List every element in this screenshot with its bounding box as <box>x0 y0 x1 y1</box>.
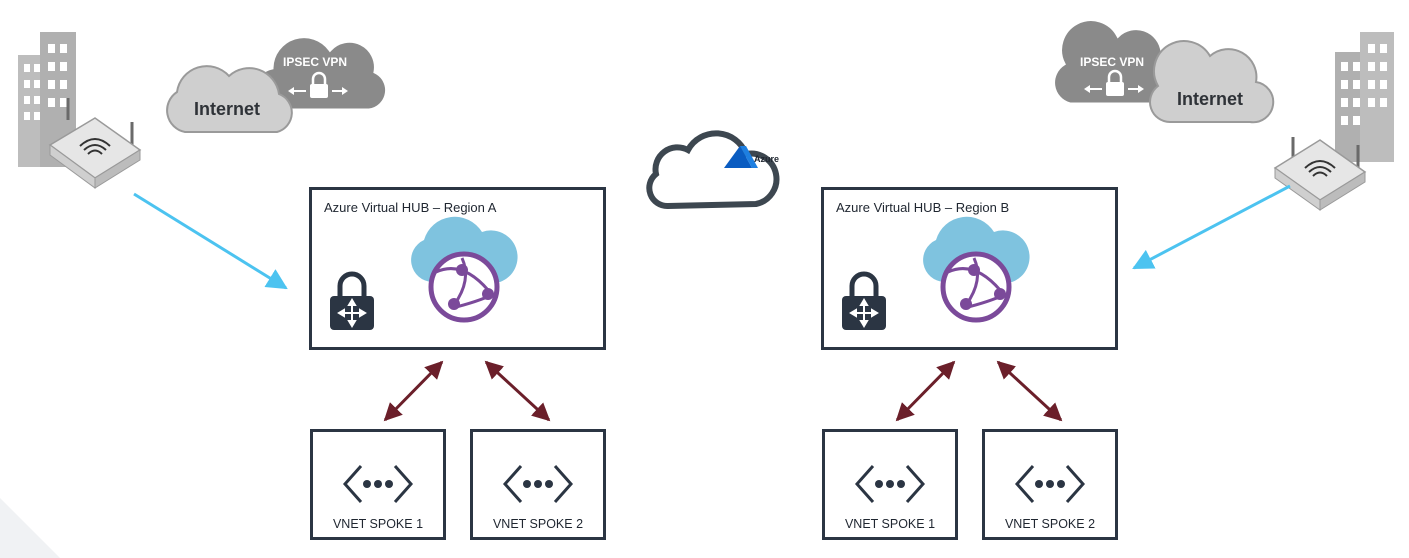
spoke-link-b1 <box>895 360 956 422</box>
vpn-gateway-lock-icon <box>330 271 374 330</box>
site-link-right <box>1132 184 1291 270</box>
building-icon <box>1335 32 1394 162</box>
spoke-link-b2 <box>996 360 1063 422</box>
spoke-box-b2: VNET SPOKE 2 <box>982 429 1118 540</box>
virtual-wan-icon <box>923 216 1030 323</box>
vpn-label-right: IPSEC VPN <box>1080 55 1145 69</box>
azure-cloud-icon <box>646 130 780 209</box>
hub-icons <box>842 216 1030 330</box>
hub-title: Azure Virtual HUB – Region A <box>324 200 497 215</box>
azure-label: Azure <box>754 154 780 164</box>
router-icon <box>48 98 142 189</box>
internet-cloud-icon <box>166 65 293 133</box>
internet-cloud-icon <box>1149 39 1275 124</box>
building-icon <box>18 32 76 167</box>
vpn-gateway-lock-icon <box>842 271 886 330</box>
internet-label-right: Internet <box>1177 89 1244 109</box>
vnet-icon <box>342 465 414 503</box>
spoke-label: VNET SPOKE 2 <box>492 517 584 531</box>
spoke-label: VNET SPOKE 1 <box>332 517 424 531</box>
hub-icons <box>330 216 518 330</box>
spoke-label: VNET SPOKE 2 <box>1004 517 1096 531</box>
vnet-icon <box>502 465 574 503</box>
internet-label-left: Internet <box>194 99 261 119</box>
spoke-link-a1 <box>383 360 444 422</box>
spoke-link-a2 <box>484 360 551 422</box>
spoke-box-a2: VNET SPOKE 2 <box>470 429 606 540</box>
spoke-label: VNET SPOKE 1 <box>844 517 936 531</box>
site-link-left <box>133 192 288 290</box>
vnet-icon <box>1014 465 1086 503</box>
virtual-wan-icon <box>411 216 518 323</box>
router-icon <box>1273 137 1367 211</box>
lock-icon <box>310 71 328 98</box>
hub-title: Azure Virtual HUB – Region B <box>836 200 1010 215</box>
spoke-box-a1: VNET SPOKE 1 <box>310 429 446 540</box>
hub-region-b: Azure Virtual HUB – Region B <box>821 187 1118 350</box>
hub-region-a: Azure Virtual HUB – Region A <box>309 187 606 350</box>
corner-decoration <box>0 498 60 558</box>
spoke-box-b1: VNET SPOKE 1 <box>822 429 958 540</box>
vnet-icon <box>854 465 926 503</box>
azure-logo-icon <box>724 146 758 168</box>
vpn-label-left: IPSEC VPN <box>283 55 348 69</box>
